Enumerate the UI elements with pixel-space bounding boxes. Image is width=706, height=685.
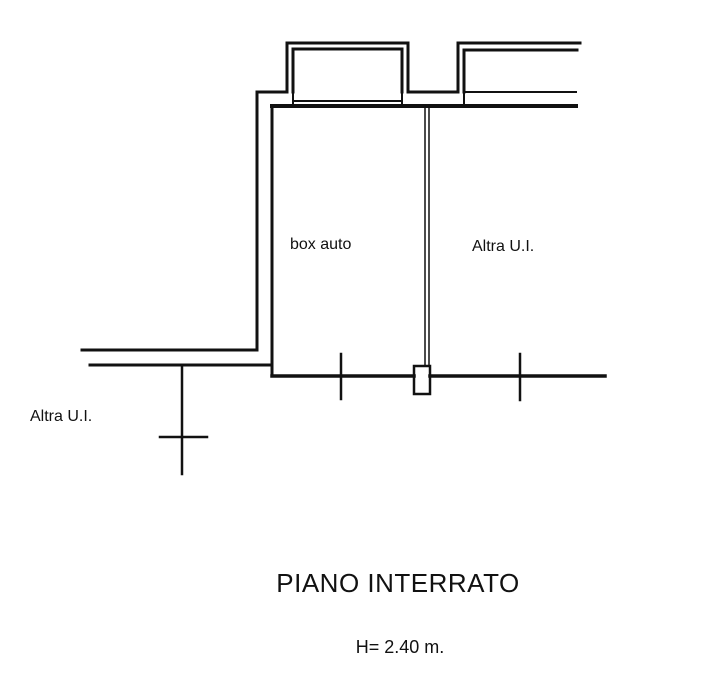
room-label-altra-ui-right: Altra U.I. xyxy=(472,238,535,255)
walls xyxy=(80,104,607,378)
plan-title: PIANO INTERRATO xyxy=(276,568,520,598)
room-label-box-auto: box auto xyxy=(290,236,352,253)
grid-ticks xyxy=(158,352,522,476)
height-label: H= 2.40 m. xyxy=(355,637,445,657)
room-label-altra-ui-left: Altra U.I. xyxy=(30,408,93,425)
window-left xyxy=(255,41,582,352)
window-right xyxy=(292,48,579,107)
pillar xyxy=(412,364,432,396)
